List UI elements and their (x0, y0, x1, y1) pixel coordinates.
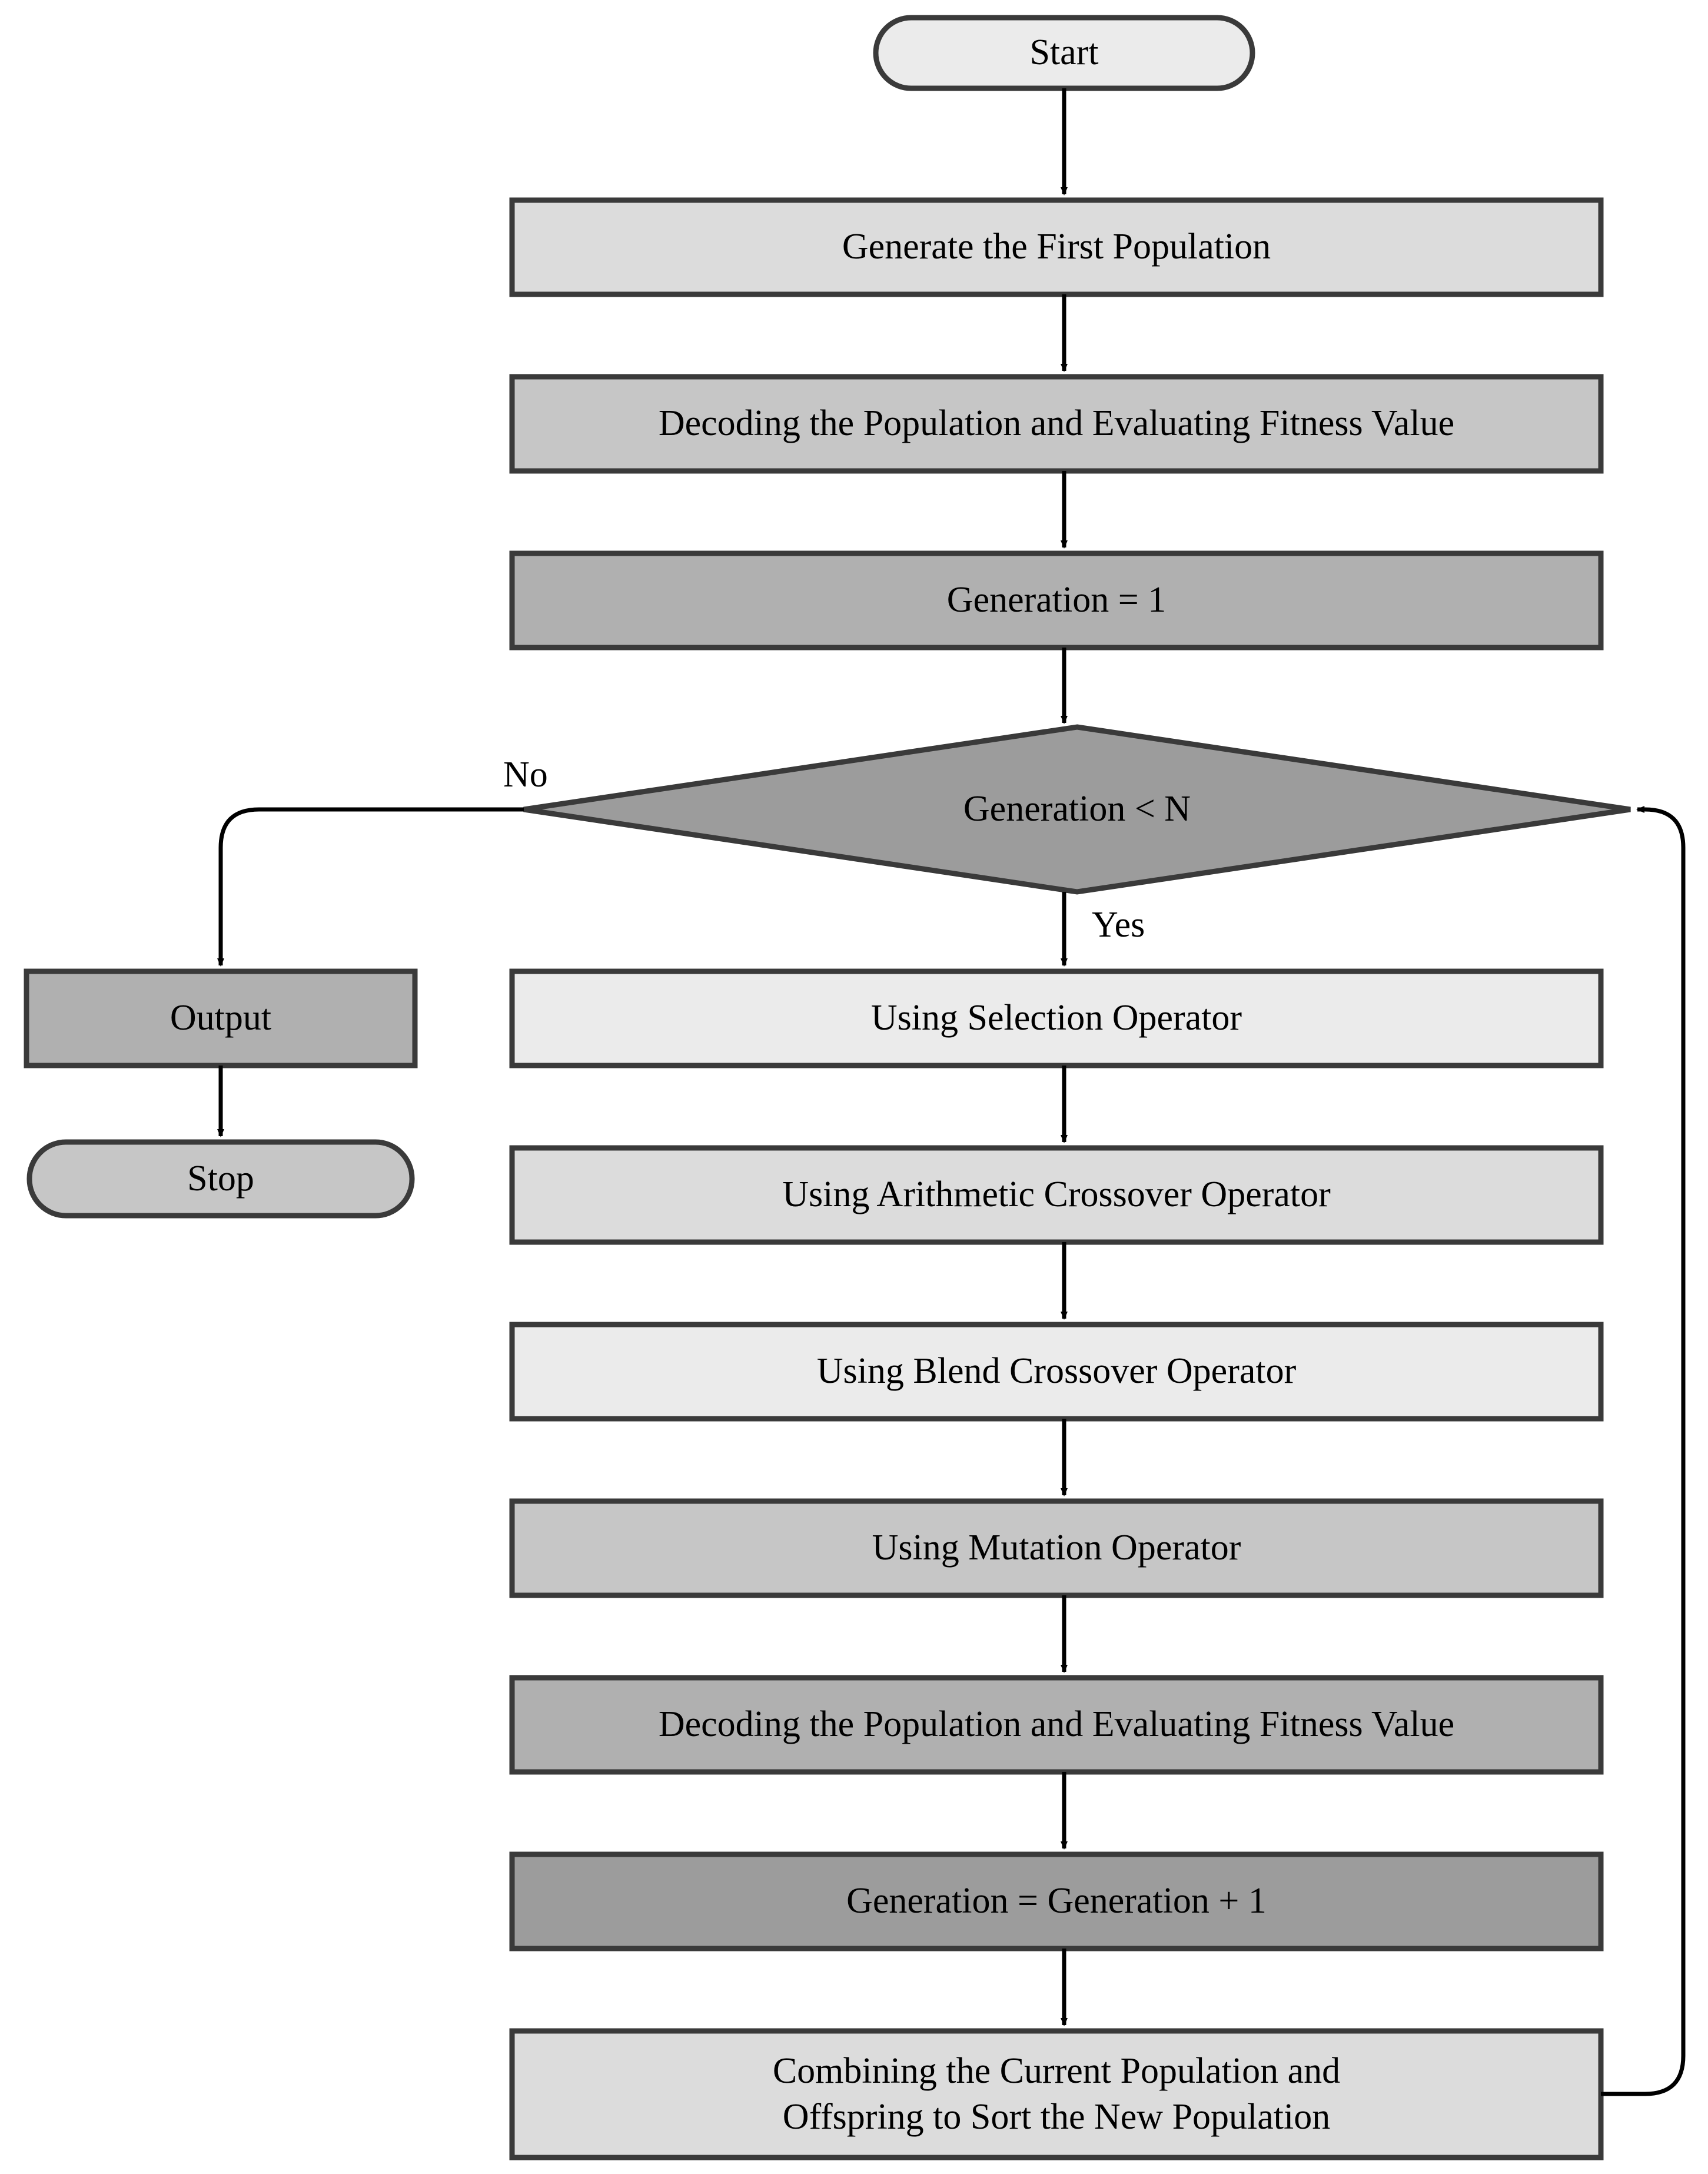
node-using-mutation-operator[interactable] (509, 1498, 1604, 1598)
node-decoding-evaluating-fitness-2[interactable] (509, 1675, 1604, 1775)
edge-combining-feedback-to-decision (1601, 806, 1686, 2096)
node-decision-generation-less-than-n[interactable] (523, 724, 1631, 895)
node-combining-sort-new-population[interactable] (509, 2028, 1604, 2160)
node-using-selection-operator[interactable] (509, 968, 1604, 1068)
node-decoding-evaluating-fitness-1[interactable] (509, 374, 1604, 474)
node-generation-equals-1[interactable] (509, 550, 1604, 650)
node-output[interactable] (24, 968, 418, 1068)
node-generation-increment[interactable] (509, 1851, 1604, 1951)
edge-decision-no-to-output (217, 807, 524, 967)
node-using-arithmetic-crossover-operator[interactable] (509, 1145, 1604, 1245)
node-stop[interactable] (26, 1139, 415, 1219)
node-using-blend-crossover-operator[interactable] (509, 1322, 1604, 1422)
node-start[interactable] (873, 15, 1255, 91)
node-generate-first-population[interactable] (509, 197, 1604, 297)
